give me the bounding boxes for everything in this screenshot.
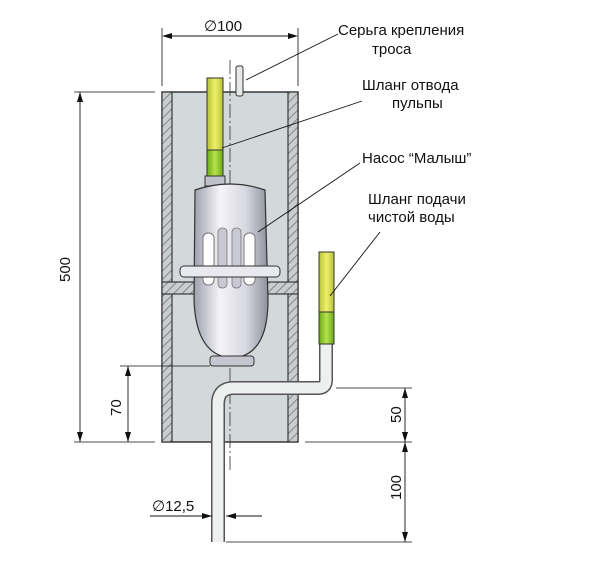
water-hose-label-2: чистой воды (368, 209, 455, 226)
pump-label: Насос “Малыш” (362, 150, 471, 167)
pulp-hose-label-1: Шланг отвода (362, 77, 459, 94)
dim-pipe-offset: 50 (305, 387, 412, 443)
height-label: 500 (57, 257, 74, 282)
dim-cylinder-diameter: ∅100 (161, 18, 299, 86)
cable-shackle-label-2: троса (372, 41, 412, 58)
cylinder-diameter-label: ∅100 (204, 18, 242, 35)
pulp-hose-label-2: пульпы (392, 95, 443, 112)
pump-clearance-label: 70 (108, 399, 125, 416)
pipe-diameter-label: ∅12,5 (152, 498, 194, 515)
pipe-offset-label: 50 (388, 406, 405, 423)
water-supply-pipe (211, 251, 335, 542)
dim-pipe-diameter: ∅12,5 (150, 498, 262, 519)
leader-lines (221, 33, 381, 297)
water-hose-label-1: Шланг подачи (368, 191, 466, 208)
cable-shackle-label-1: Серьга крепления (338, 22, 464, 39)
pump-body (179, 183, 281, 367)
dim-pump-clearance: 70 (108, 365, 210, 442)
dim-pipe-length: 100 (226, 442, 412, 543)
cable-shackle (235, 65, 244, 97)
dim-height: 500 (57, 91, 155, 443)
pipe-length-label: 100 (388, 475, 405, 500)
pulp-hose (204, 77, 226, 187)
